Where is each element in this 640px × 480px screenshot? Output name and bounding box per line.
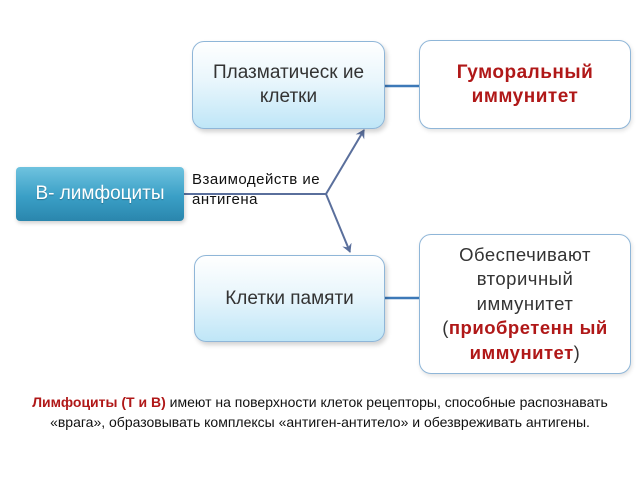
secondary-immunity-close: )	[573, 341, 581, 363]
arrow-to-memory	[325, 193, 352, 253]
arrow-to-plasma	[325, 129, 365, 195]
plasma-cells-label: Плазматическ ие клетки	[212, 62, 365, 107]
caption-text: имеют на поверхности клеток рецепторы, с…	[50, 394, 608, 431]
secondary-immunity-box: Обеспечивают вторичный иммунитет (приобр…	[419, 234, 631, 374]
humoral-immunity-label: Гуморальный иммунитет	[456, 61, 594, 107]
b-lymphocytes-box: В- лимфоциты	[16, 167, 184, 221]
antigen-interaction-label: Взаимодейств ие антигена	[192, 171, 321, 208]
plasma-cells-box: Плазматическ ие клетки	[192, 41, 385, 129]
secondary-immunity-text: Обеспечивают вторичный иммунитет (приобр…	[428, 243, 622, 365]
memory-cells-box: Клетки памяти	[194, 255, 385, 342]
b-lymphocytes-label: В- лимфоциты	[35, 182, 165, 204]
secondary-immunity-lead: Обеспечивают вторичный иммунитет (	[442, 243, 591, 339]
caption: Лимфоциты (Т и В) имеют на поверхности к…	[20, 392, 620, 433]
humoral-immunity-box: Гуморальный иммунитет	[419, 40, 631, 129]
acquired-immunity-highlight: приобретенн ый иммунитет	[448, 317, 608, 363]
caption-highlight: Лимфоциты (Т и В)	[32, 394, 166, 410]
memory-cells-label: Клетки памяти	[225, 287, 354, 309]
